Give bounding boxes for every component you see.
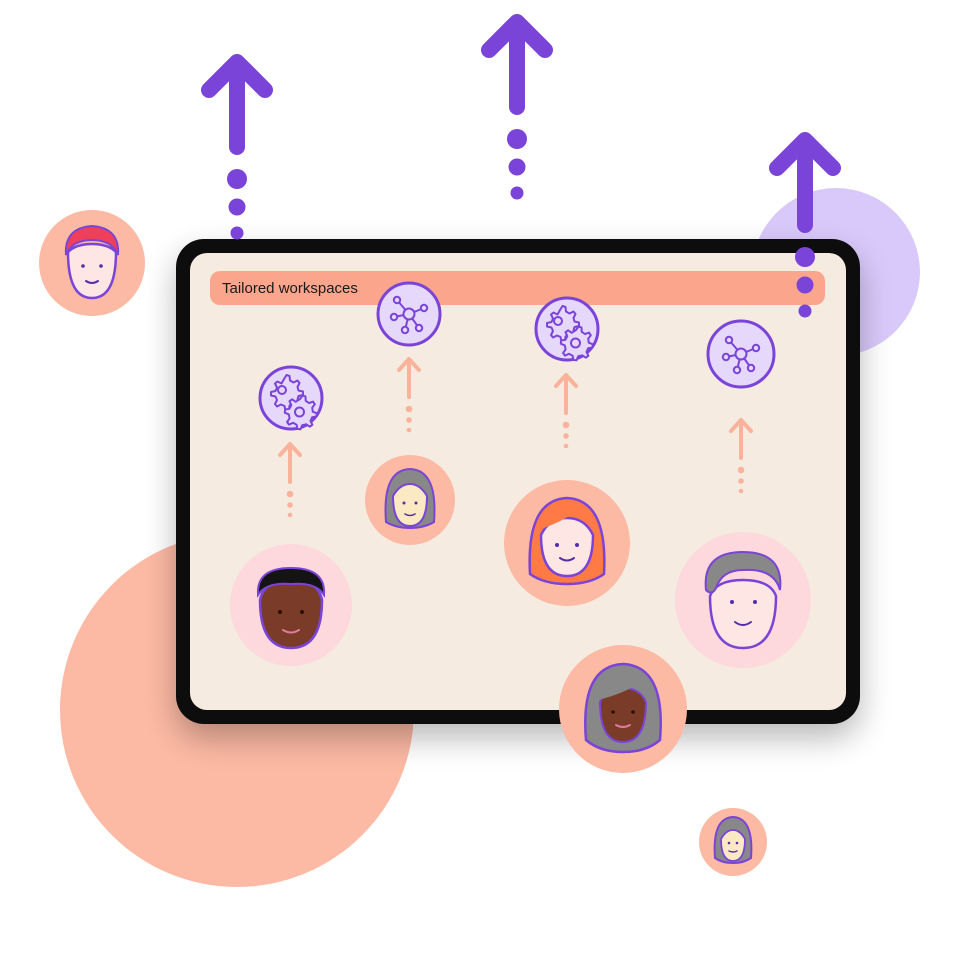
person-avatar-icon [675,532,811,668]
gears-icon [258,365,324,431]
person-avatar-icon [559,645,687,773]
person-avatar-icon [504,480,630,606]
gears-icon [534,296,600,362]
person-avatar-icon [39,210,145,316]
header-title: Tailored workspaces [222,280,358,297]
header-bar [210,271,825,305]
arrow-up-icon [489,22,545,200]
person-avatar-icon [699,808,767,876]
person-avatar-icon [365,455,455,545]
person-avatar-icon [230,544,352,666]
network-icon [706,319,776,389]
network-icon [376,281,442,347]
arrow-up-icon [209,62,265,240]
